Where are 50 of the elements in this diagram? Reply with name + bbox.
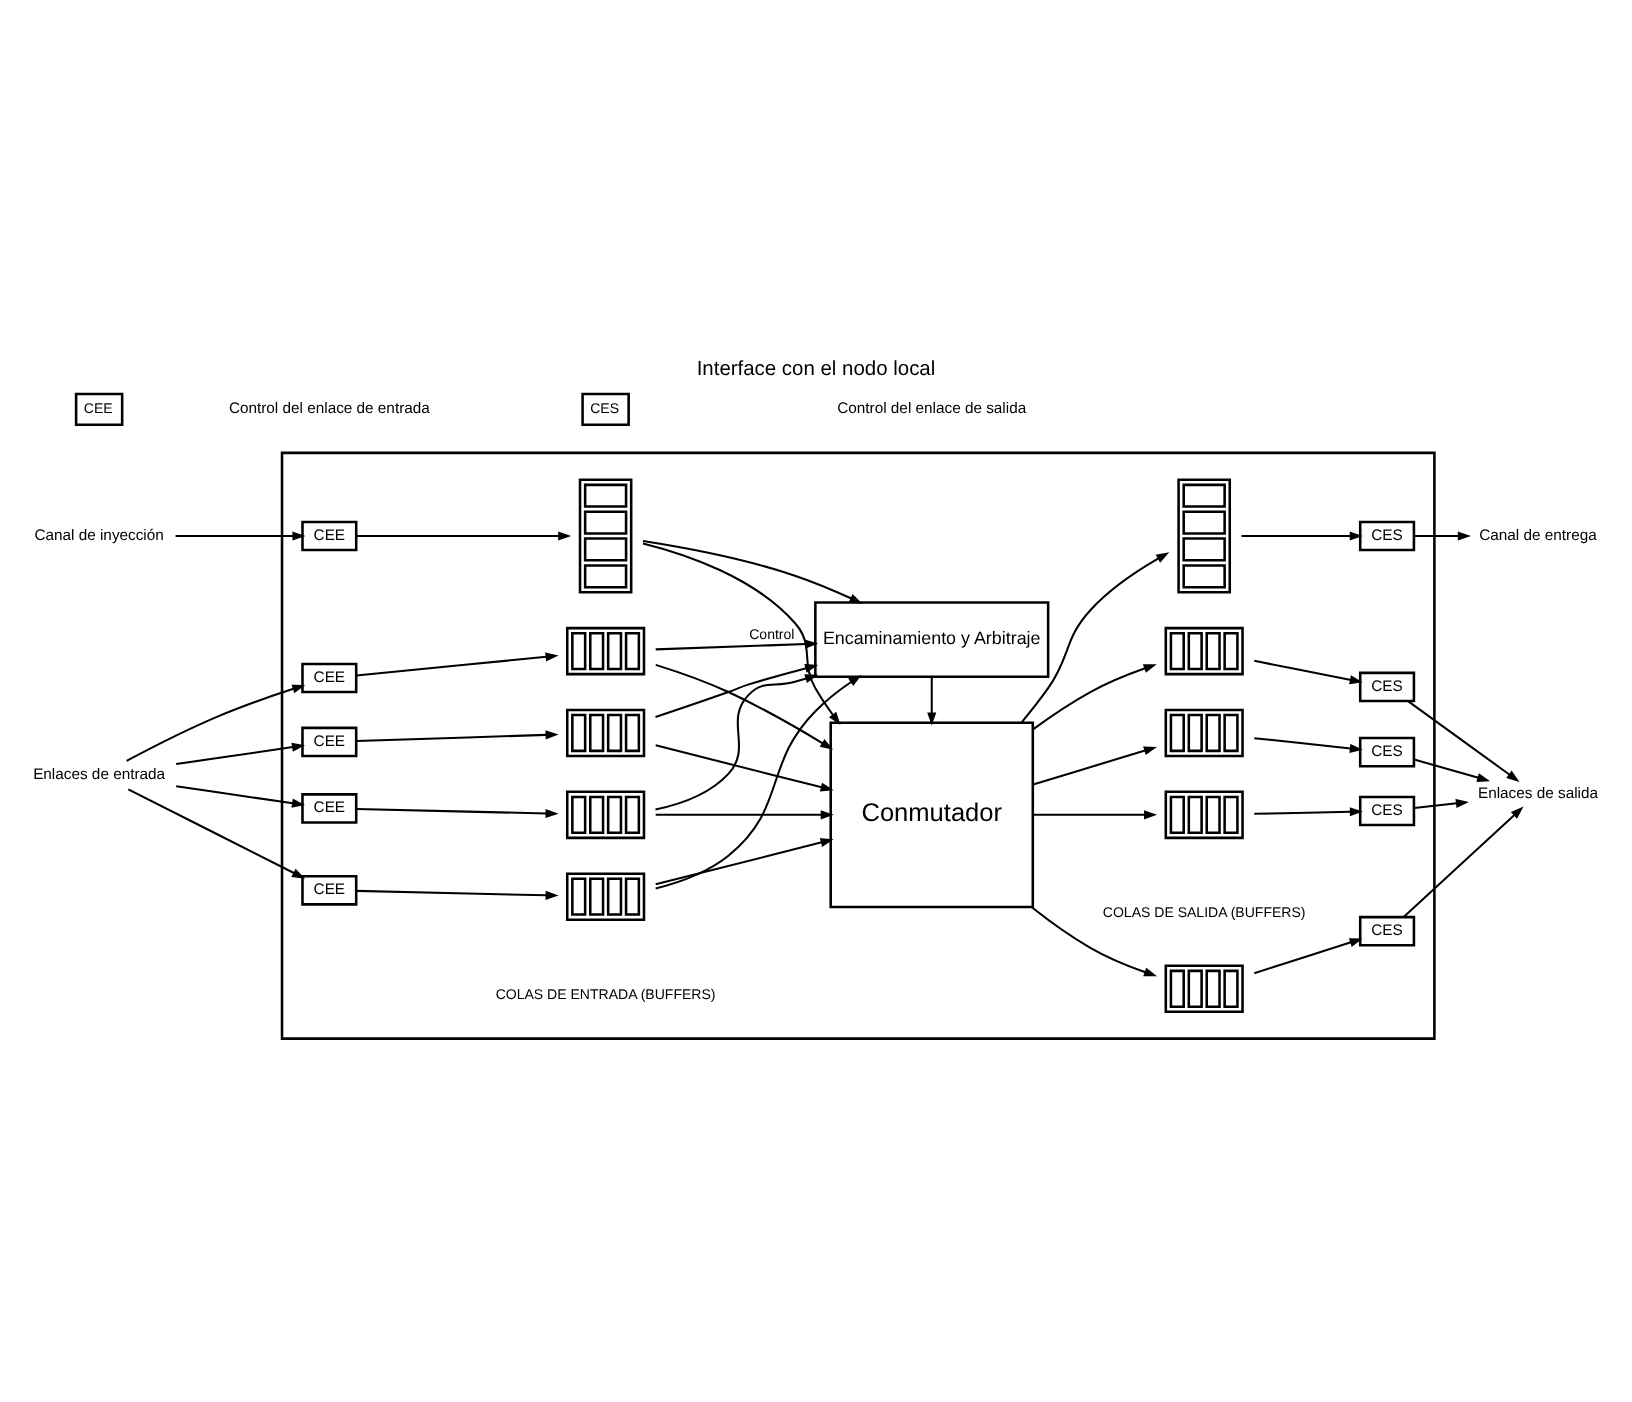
node-bar [1177,478,1232,594]
node-bar [565,626,646,676]
arrow [655,838,834,886]
arrow [1033,810,1158,820]
node-bar [565,872,646,921]
node-bar [1164,790,1244,840]
arrow [1407,700,1520,782]
arrow [356,652,559,677]
arrow [655,675,862,890]
arrow [655,639,819,651]
arrow [176,742,306,766]
node-box: Encaminamiento y Arbitraje [814,601,1050,678]
arrow [1032,746,1157,786]
arrow [176,785,306,808]
arrow [1414,798,1469,810]
node-bar [565,790,646,840]
arrow [1413,758,1491,782]
arrow [1254,659,1363,685]
arrow [655,744,834,792]
node-bar [565,708,646,758]
arrow [356,730,559,743]
arrow [642,540,863,604]
arrow [1253,938,1363,975]
arrow [1414,531,1471,541]
arrow [1402,806,1524,918]
node-bar [578,478,633,594]
arrow [1241,531,1363,541]
arrow [1030,906,1158,977]
diagram-title: Interface con el nodo local [696,358,936,381]
arrow [1032,664,1157,731]
arrow [1254,807,1363,817]
arrow [655,810,834,820]
arrow [1254,737,1363,753]
arrow [175,531,306,541]
node-bar [1164,964,1244,1014]
arrow [126,684,306,762]
arrow [655,674,819,811]
arrow [356,889,559,900]
arrow [1020,552,1170,724]
node-box: Conmutador [829,721,1035,909]
node-bar [1164,708,1244,758]
arrow [655,663,834,750]
arrow [356,531,572,541]
node-bar [1164,626,1244,676]
arrow [927,676,937,726]
arrow [356,808,559,819]
arrow [642,542,841,726]
cluster [280,451,1436,1040]
arrow [655,663,819,718]
arrow [127,788,306,879]
